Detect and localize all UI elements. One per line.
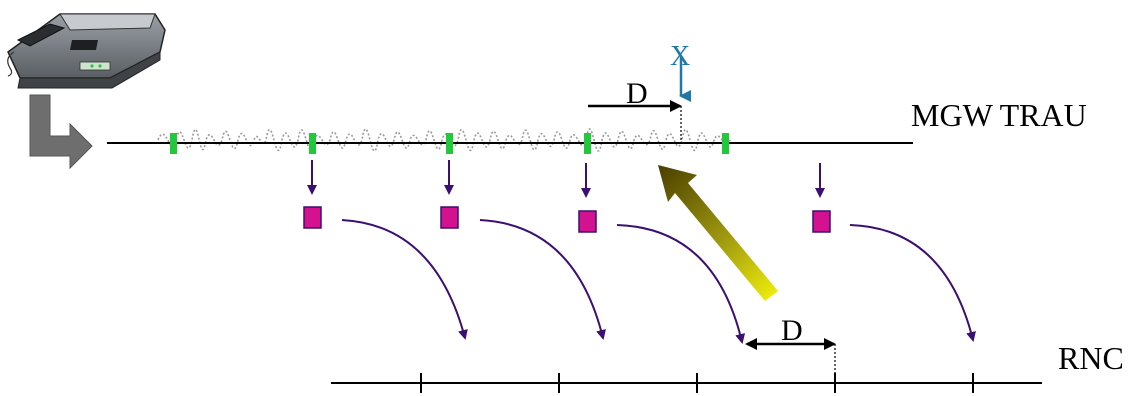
diagonal-feedback-arrow <box>658 165 778 301</box>
bent-arrow-icon <box>29 94 93 170</box>
frame-marker <box>309 133 316 154</box>
fax-machine-icon <box>7 13 166 89</box>
x-marker-label: X <box>670 41 691 72</box>
speech-waveform <box>157 128 731 152</box>
transfer-arrow <box>479 219 606 340</box>
transfer-arrow <box>341 219 468 340</box>
frame-marker <box>446 133 453 154</box>
rnc-label: RNC <box>1058 340 1124 376</box>
frame-marker <box>722 133 729 154</box>
transfer-arrow <box>616 224 746 344</box>
packet <box>578 210 597 233</box>
delay-label-top: D <box>626 77 648 110</box>
frame-marker <box>170 133 177 154</box>
delay-label-bottom: D <box>781 314 803 347</box>
frame-marker <box>584 133 591 154</box>
transfer-arrow <box>849 224 976 342</box>
mgw-trau-label: MGW TRAU <box>911 97 1087 133</box>
packet <box>303 206 322 229</box>
packet <box>812 210 831 233</box>
packet <box>440 206 459 229</box>
